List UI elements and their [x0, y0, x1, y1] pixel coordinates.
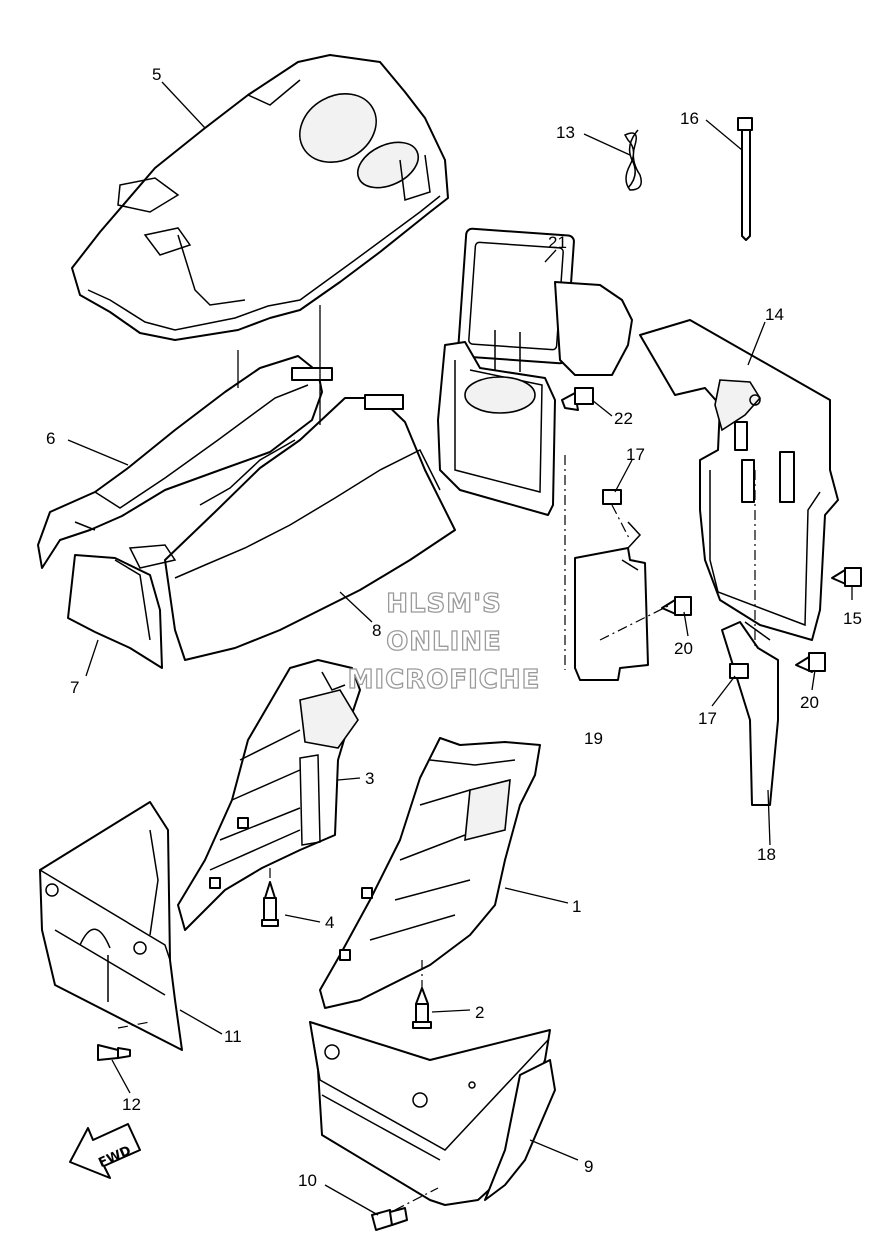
part-11-left-lower-cover: [39, 801, 183, 1051]
callout-1: 1: [572, 897, 581, 916]
callout-7: 7: [70, 678, 79, 697]
forward-arrow-icon: FWD: [69, 1123, 141, 1179]
callout-17-lower: 17: [698, 709, 717, 728]
watermark: HLSM'S ONLINE MICROFICHE: [347, 588, 541, 695]
callout-13: 13: [556, 123, 575, 142]
callout-20-left: 20: [674, 639, 693, 658]
callout-19: 19: [584, 729, 603, 748]
callout-12: 12: [122, 1095, 141, 1114]
leader-lines: [67, 81, 853, 1216]
callout-3: 3: [365, 769, 374, 788]
part-8-lower-cover: [128, 394, 456, 661]
part-2-bolt: [412, 987, 432, 1029]
assembly-lines: [117, 305, 756, 1211]
part-14-bracket-panel: [639, 319, 839, 641]
watermark-line-3: MICROFICHE: [348, 665, 541, 695]
callout-10: 10: [298, 1171, 317, 1190]
callout-17-upper: 17: [626, 445, 645, 464]
callout-11: 11: [224, 1027, 242, 1046]
part-6-shield-plate: [37, 355, 333, 569]
callout-21: 21: [548, 233, 567, 252]
part-9-right-lower-cover: [309, 1021, 556, 1206]
part-13-clip: [623, 129, 642, 191]
callout-6: 6: [46, 429, 55, 448]
part-3-left-panel: [177, 659, 361, 931]
callout-2: 2: [475, 1003, 484, 1022]
callout-15: 15: [843, 609, 862, 628]
callout-20-right: 20: [800, 693, 819, 712]
callout-labels: 5 6 7 8 3 4 1 2 11 12 9 10 13 16 21 14 2…: [46, 65, 862, 1190]
callout-9: 9: [584, 1157, 593, 1176]
part-15-bolt: [831, 567, 862, 587]
part-20b-bolt: [795, 652, 826, 673]
part-21-air-box: [437, 227, 633, 516]
fasteners: [97, 387, 862, 1231]
part-17b-grommet: [729, 663, 749, 679]
part-19-plate: [574, 521, 649, 681]
part-17a-grommet: [602, 489, 622, 505]
callout-14: 14: [765, 305, 784, 324]
callout-8: 8: [372, 621, 381, 640]
callout-5: 5: [152, 65, 161, 84]
watermark-line-2: ONLINE: [386, 627, 502, 657]
callout-22: 22: [614, 409, 633, 428]
part-10-rivet: [371, 1207, 408, 1231]
part-20a-bolt: [661, 596, 692, 616]
callout-4: 4: [325, 913, 334, 932]
part-4-bolt: [261, 881, 279, 927]
callout-16: 16: [680, 109, 699, 128]
part-12-rivet: [97, 1044, 131, 1061]
watermark-line-1: HLSM'S: [386, 589, 502, 619]
part-16-cable-tie: [737, 117, 753, 241]
part-1-right-panel: [319, 737, 541, 1009]
part-18-strip: [721, 621, 779, 806]
part-22-bolt: [561, 387, 594, 411]
part-5-top-cowling: [71, 54, 449, 341]
part-7-flap: [67, 554, 163, 669]
callout-18: 18: [757, 845, 776, 864]
